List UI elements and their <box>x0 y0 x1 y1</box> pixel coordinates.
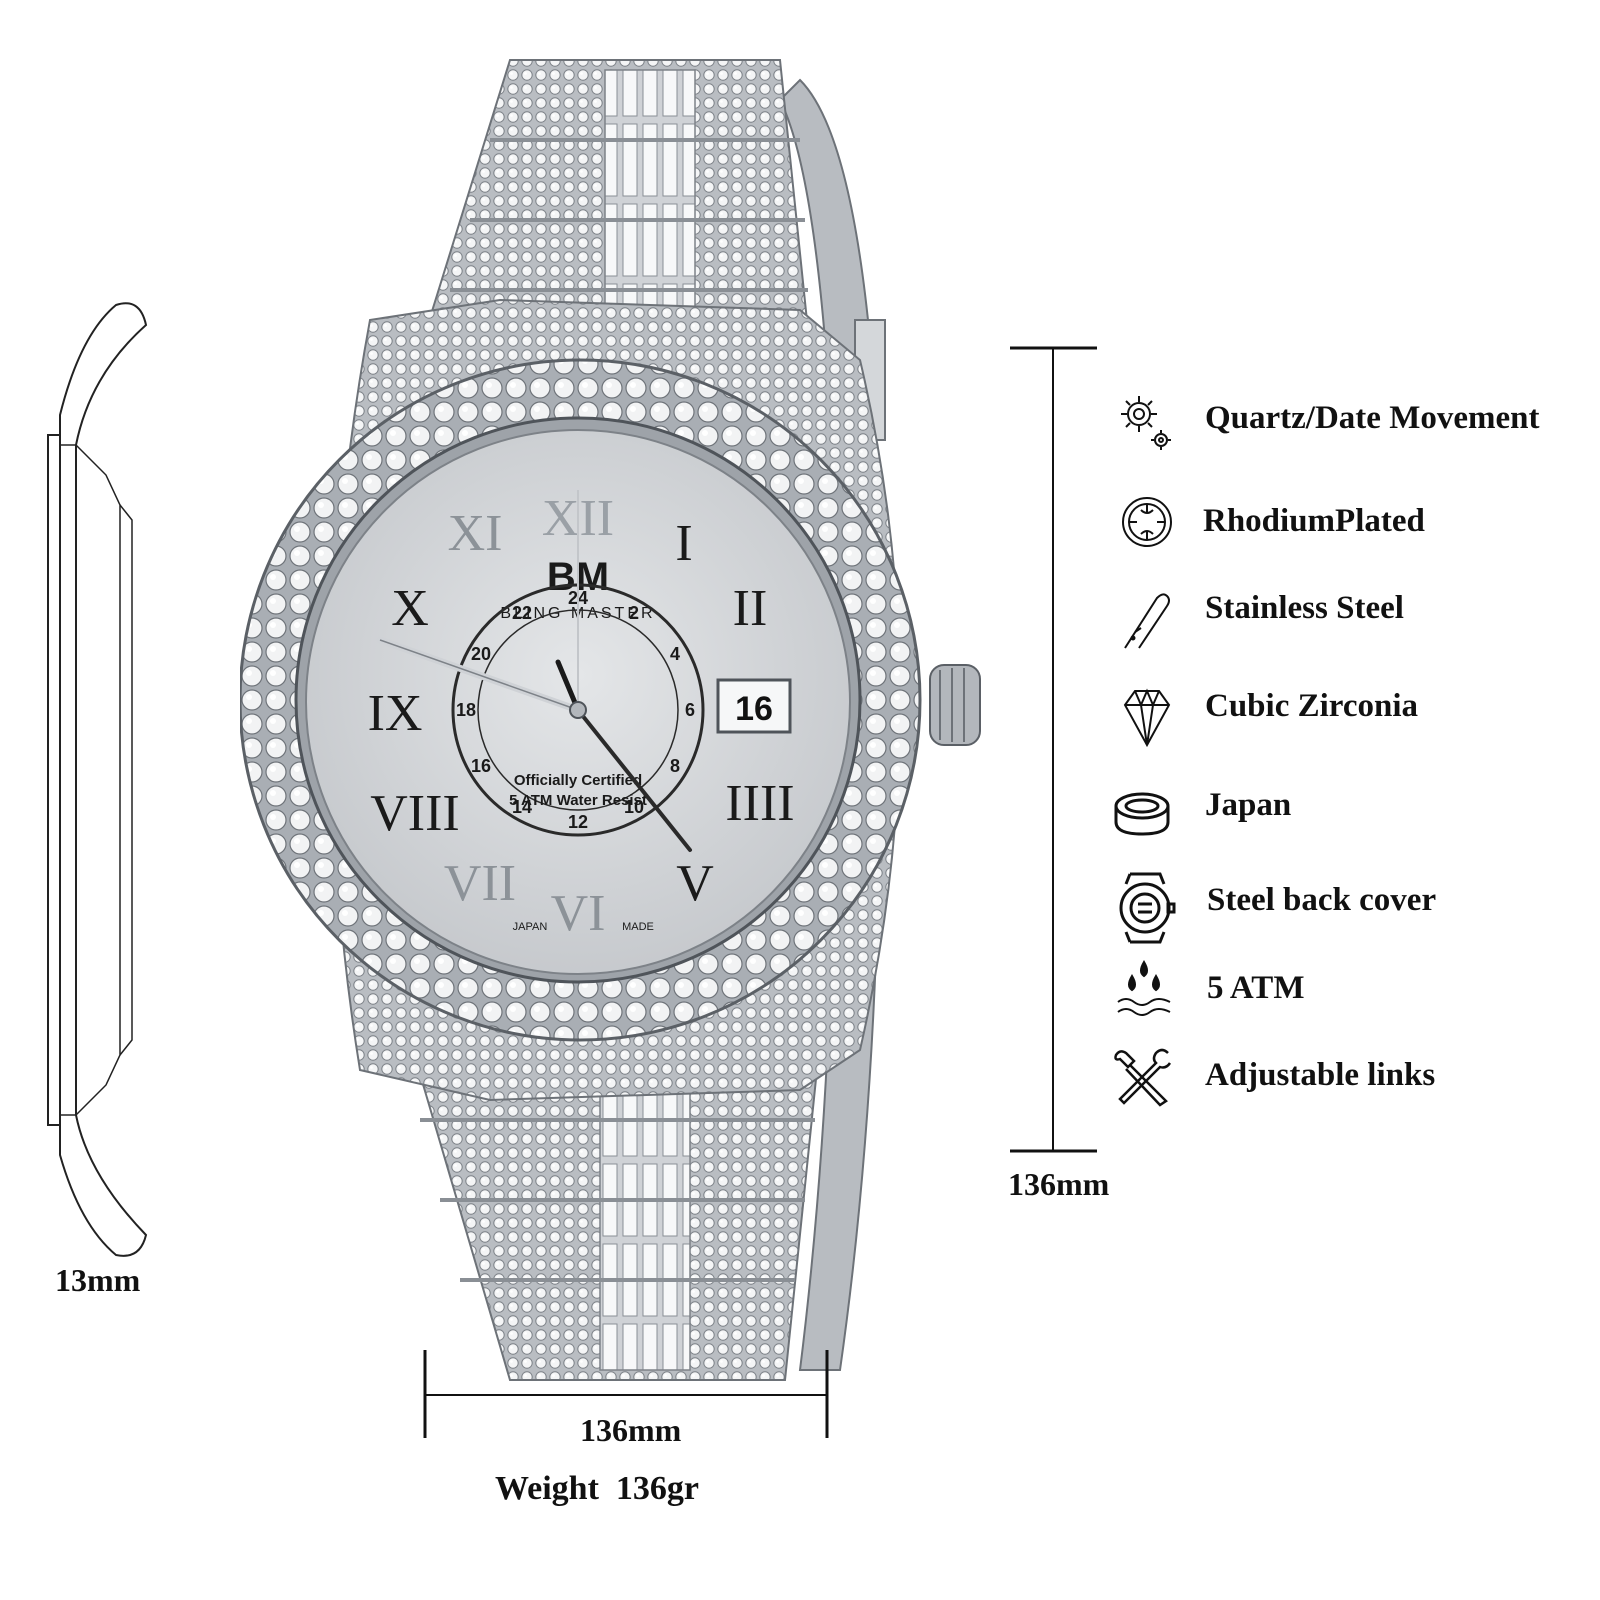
numeral-i: I <box>675 515 692 572</box>
subdial-number: 10 <box>624 797 644 817</box>
features-list: Quartz/Date Movement RhodiumPlated Stain… <box>1100 380 1590 1120</box>
numeral-xi: XI <box>448 505 503 562</box>
steel-bar-icon <box>1115 588 1179 652</box>
feature-label-rhodium: RhodiumPlated <box>1203 503 1425 539</box>
weight-text: Weight 136gr <box>495 1470 699 1508</box>
numeral-vi: VI <box>551 885 606 942</box>
side-thickness-label: 13mm <box>55 1262 141 1298</box>
numeral-iiii: IIII <box>725 775 794 832</box>
subdial-number: 20 <box>471 644 491 664</box>
weight-label: Weight <box>495 1470 599 1507</box>
battery-icon <box>1110 782 1174 846</box>
feature-label-links: Adjustable links <box>1205 1057 1436 1093</box>
subdial-number: 4 <box>670 644 680 664</box>
watch-image: XII I II IIII V VI VII VIII IX X XI BM B… <box>240 40 1000 1400</box>
vertical-dimension-line <box>1005 345 1105 1155</box>
subdial-number: 18 <box>456 700 476 720</box>
dial-text-made: MADE <box>622 921 654 933</box>
feature-label-japan: Japan <box>1205 787 1292 823</box>
tools-icon <box>1110 1045 1174 1109</box>
subdial-number: 14 <box>512 797 532 817</box>
subdial-number: 8 <box>670 756 680 776</box>
numeral-vii: VII <box>444 855 516 912</box>
side-profile-drawing <box>40 295 160 1265</box>
subdial-number: 2 <box>629 603 639 623</box>
water-drops-icon <box>1112 958 1176 1022</box>
feature-label-steel: Stainless Steel <box>1205 590 1404 626</box>
diamond-icon <box>1115 685 1179 749</box>
numeral-ix: IX <box>368 685 423 742</box>
feature-label-zirconia: Cubic Zirconia <box>1205 688 1419 724</box>
numeral-viii: VIII <box>370 785 460 842</box>
gears-icon <box>1115 390 1179 454</box>
subdial-number: 16 <box>471 756 491 776</box>
rhodium-icon <box>1115 490 1179 554</box>
numeral-v: V <box>676 855 714 912</box>
horizontal-width-label: 136mm <box>580 1412 682 1448</box>
numeral-x: X <box>391 580 429 637</box>
dial-text-certified: Officially Certified <box>514 772 642 789</box>
subdial-number: 22 <box>512 603 532 623</box>
numeral-ii: II <box>733 580 768 637</box>
dial-text-japan: JAPAN <box>513 921 548 933</box>
vertical-length-label: 136mm <box>1008 1166 1110 1202</box>
date-window: 16 <box>735 690 773 728</box>
weight-value: 136gr <box>615 1470 699 1507</box>
feature-label-backcover: Steel back cover <box>1207 882 1437 918</box>
watch-back-icon <box>1110 868 1176 944</box>
feature-label-atm: 5 ATM <box>1207 970 1305 1006</box>
subdial-number: 6 <box>685 700 695 720</box>
dial-text-water: 5 ATM Water Resist <box>509 792 647 809</box>
horizontal-dimension-line <box>422 1350 832 1440</box>
subdial-number: 12 <box>568 812 588 832</box>
feature-label-movement: Quartz/Date Movement <box>1205 400 1540 436</box>
